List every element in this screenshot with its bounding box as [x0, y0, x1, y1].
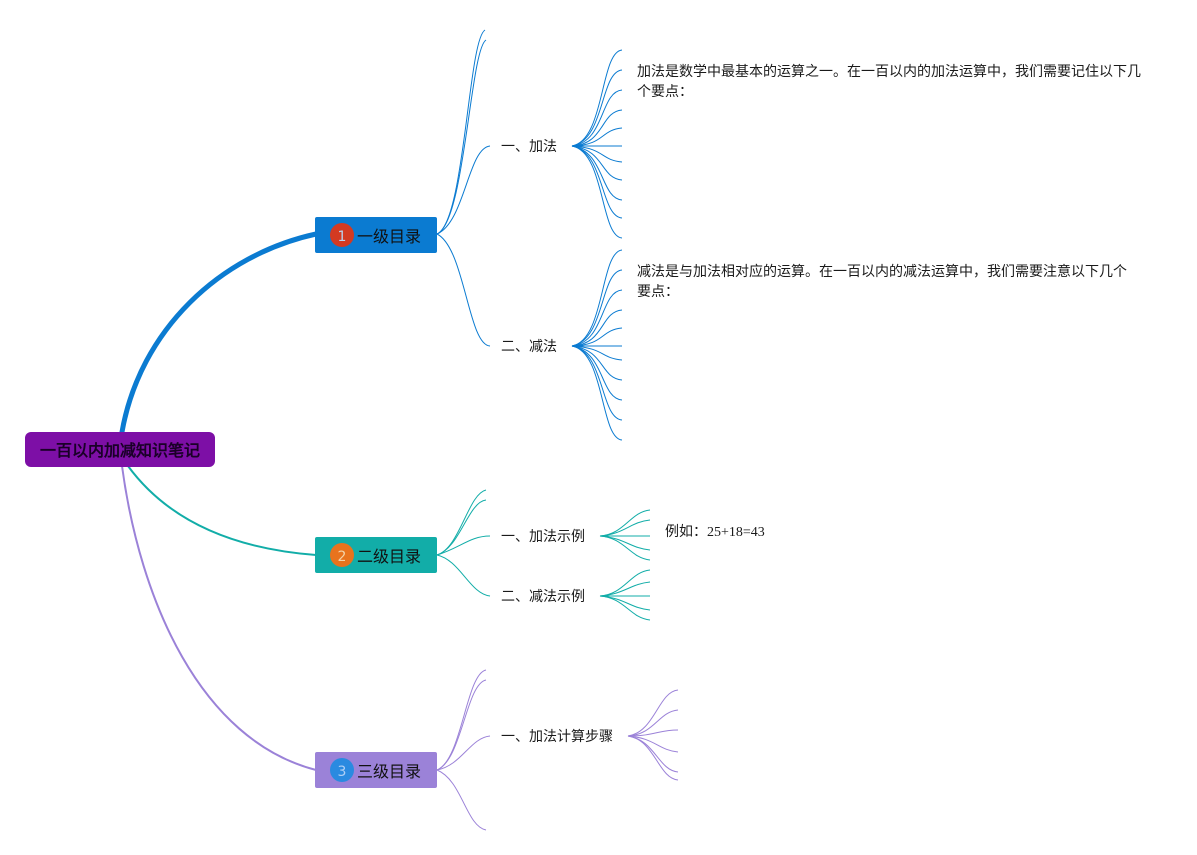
branch-node-2[interactable]: 2 二级目录 [315, 537, 437, 573]
addition-note-line-1: 加法是数学中最基本的运算之一。在一百以内的加法运算中，我们需要记住以下几 [637, 63, 1141, 80]
connector-root-branch3 [121, 465, 317, 771]
addition-example-note: 例如：25+18=43 [665, 524, 765, 540]
branch-node-1[interactable]: 1 一级目录 [315, 217, 437, 253]
subtraction-note-line-2: 要点： [637, 284, 679, 300]
root-node[interactable]: 一百以内加减知识笔记 [25, 432, 215, 467]
badge-3-label: 3 [338, 764, 347, 780]
branch-node-3[interactable]: 3 三级目录 [315, 752, 437, 788]
root-node-label: 一百以内加减知识笔记 [40, 441, 200, 460]
branch3-connectors [436, 669, 679, 831]
connector-root-branch1 [119, 231, 319, 435]
branch1-connectors [436, 29, 623, 441]
topic-addition[interactable]: 一、加法 [501, 139, 557, 155]
badge-3-icon [330, 758, 354, 782]
badge-1-icon [330, 223, 354, 247]
badge-2-icon [330, 543, 354, 567]
topic-addition-steps[interactable]: 一、加法计算步骤 [501, 729, 613, 745]
root-connectors [119, 231, 319, 771]
badge-2-label: 2 [338, 549, 347, 565]
branch-node-3-label: 三级目录 [357, 762, 421, 781]
badge-1-label: 1 [338, 229, 347, 245]
branch-node-1-label: 一级目录 [357, 227, 421, 246]
subtraction-note-line-1: 减法是与加法相对应的运算。在一百以内的减法运算中，我们需要注意以下几个 [637, 263, 1127, 280]
addition-note: 加法是数学中最基本的运算之一。在一百以内的加法运算中，我们需要记住以下几 个要点… [637, 63, 1145, 100]
subtraction-note: 减法是与加法相对应的运算。在一百以内的减法运算中，我们需要注意以下几个 要点： [637, 263, 1131, 300]
branch2-connectors [436, 489, 651, 621]
topic-subtraction[interactable]: 二、减法 [501, 339, 557, 355]
connector-root-branch2 [127, 465, 317, 556]
addition-note-line-2: 个要点： [637, 84, 693, 100]
branch-node-2-label: 二级目录 [357, 547, 421, 566]
topic-subtraction-example[interactable]: 二、减法示例 [501, 589, 585, 605]
topic-addition-example[interactable]: 一、加法示例 [501, 529, 585, 545]
